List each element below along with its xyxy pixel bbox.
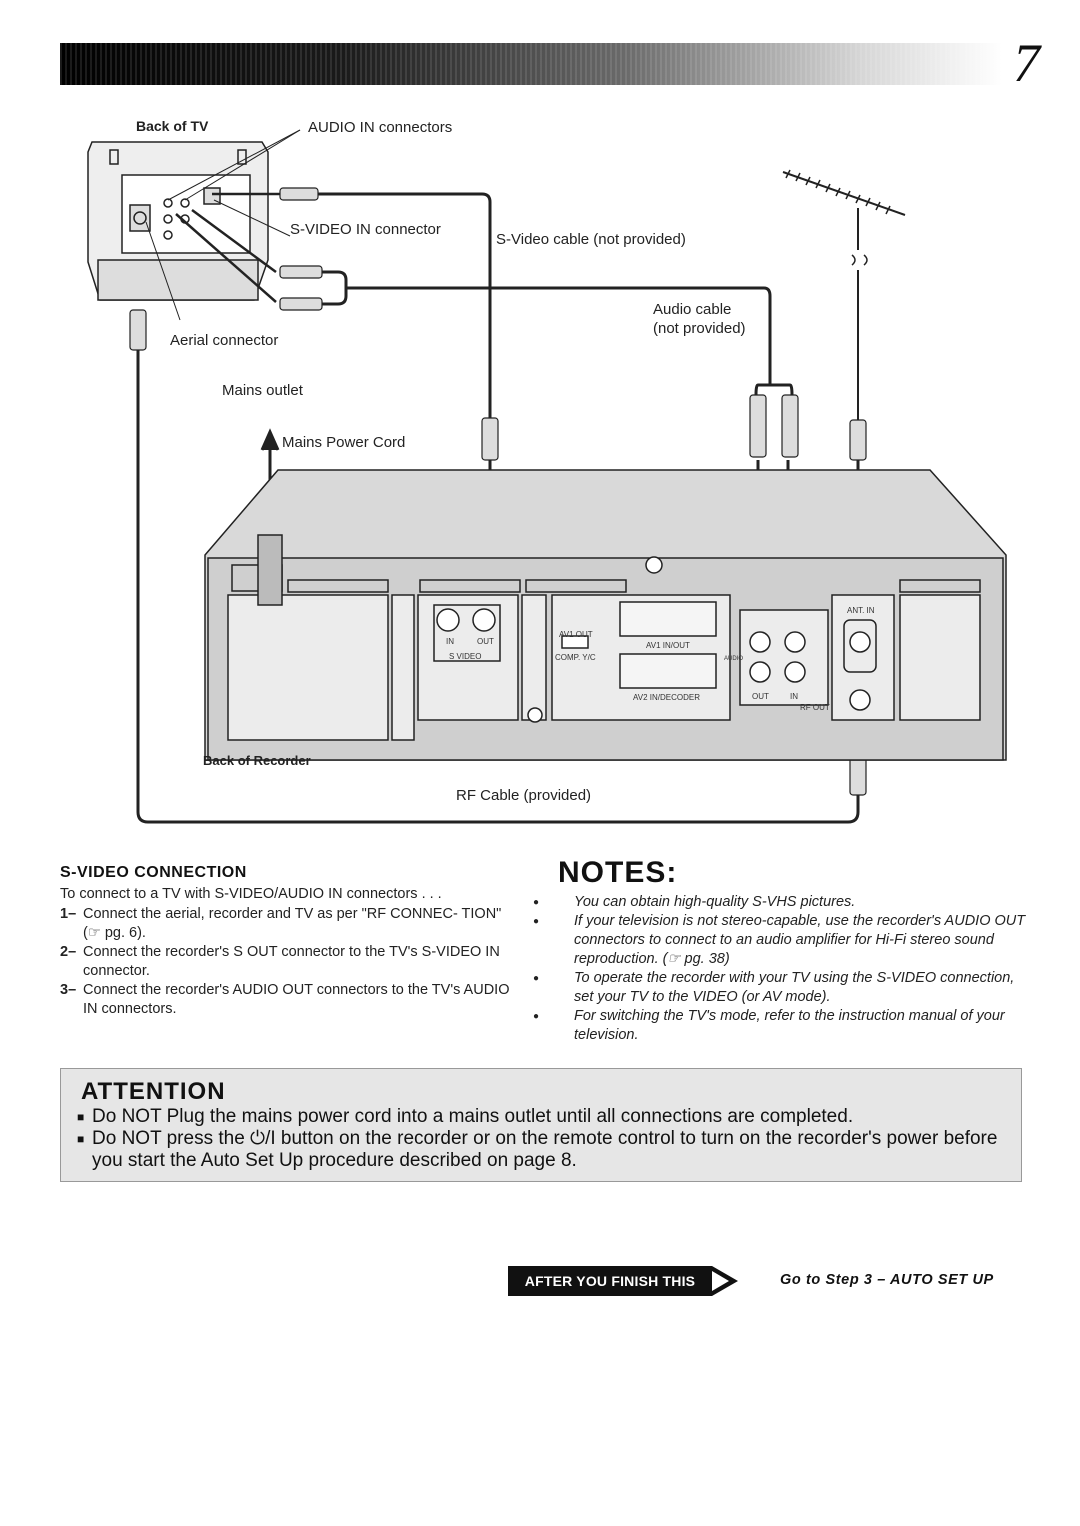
go-to-next-step: Go to Step 3 – AUTO SET UP	[780, 1272, 994, 1288]
panel-comp-yc-label: COMP. Y/C	[555, 653, 596, 662]
mains-outlet-label: Mains outlet	[222, 382, 303, 399]
back-of-recorder-label: Back of Recorder	[203, 753, 311, 768]
panel-av2-indecoder-label: AV2 IN/DECODER	[633, 693, 700, 702]
svideo-connection-title: S-VIDEO CONNECTION	[60, 864, 247, 881]
rf-cable-label: RF Cable (provided)	[456, 787, 592, 804]
header-gradient-bar	[60, 43, 1002, 85]
panel-av1-inout-label: AV1 IN/OUT	[646, 641, 690, 650]
mains-power-cord-label: Mains Power Cord	[282, 434, 406, 451]
attention-item: Do NOT press the ⏻/I button on the recor…	[77, 1128, 1017, 1172]
note-item: For switching the TV's mode, refer to th…	[533, 1007, 1033, 1045]
svideo-step: 3–Connect the recorder's AUDIO OUT conne…	[60, 982, 510, 1017]
aerial-antenna	[782, 169, 906, 420]
panel-av1-out-label: AV1 OUT	[559, 630, 593, 639]
svideo-connection-steps: 1–Connect the aerial, recorder and TV as…	[60, 905, 520, 1019]
note-item: You can obtain high-quality S-VHS pictur…	[533, 893, 1033, 912]
panel-svideo-label: S VIDEO	[449, 652, 482, 661]
svideo-connection-intro: To connect to a TV with S-VIDEO/AUDIO IN…	[60, 886, 442, 902]
page-number: 7	[1013, 33, 1040, 93]
panel-rf-out-label: RF OUT	[800, 703, 830, 712]
connection-diagram: Back of TV AUDIO IN connectors S-VIDEO I…	[0, 100, 1080, 840]
panel-audio-label: AUDIO	[724, 656, 744, 662]
attention-list: Do NOT Plug the mains power cord into a …	[77, 1106, 1017, 1172]
attention-item: Do NOT Plug the mains power cord into a …	[77, 1106, 1017, 1128]
notes-list: You can obtain high-quality S-VHS pictur…	[533, 893, 1033, 1045]
panel-svideo-out-label: OUT	[477, 637, 494, 646]
back-of-tv-label: Back of TV	[136, 118, 209, 134]
cable-plugs	[129, 187, 867, 796]
panel-ant-in-label: ANT. IN	[847, 606, 875, 615]
svideo-cable-label: S-Video cable (not provided)	[496, 231, 686, 248]
after-step-arrow-inner	[712, 1271, 729, 1291]
note-item: To operate the recorder with your TV usi…	[533, 969, 1033, 1007]
note-item: If your television is not stereo-capable…	[533, 912, 1033, 969]
aerial-connector-label: Aerial connector	[170, 332, 279, 349]
panel-in-label: IN	[790, 692, 798, 701]
panel-out-label: OUT	[752, 692, 769, 701]
recorder-back-illustration	[204, 469, 1007, 761]
connection-diagram-drawing	[87, 129, 1007, 824]
attention-box: ATTENTION Do NOT Plug the mains power co…	[60, 1068, 1022, 1182]
audio-cable-label-line2: (not provided)	[653, 320, 746, 337]
attention-title: ATTENTION	[81, 1078, 226, 1105]
panel-svideo-in-label: IN	[446, 637, 454, 646]
tv-pointer-arrows	[145, 129, 301, 321]
svideo-in-connector-label: S-VIDEO IN connector	[290, 221, 441, 238]
svideo-step: 1–Connect the aerial, recorder and TV as…	[60, 906, 502, 941]
audio-cable-label-line1: Audio cable	[653, 301, 732, 318]
svideo-step: 2–Connect the recorder's S OUT connector…	[60, 944, 500, 979]
audio-in-connectors-label: AUDIO IN connectors	[308, 119, 453, 136]
after-step-banner: AFTER YOU FINISH THIS STEP	[508, 1266, 712, 1319]
tv-back-illustration	[87, 141, 269, 301]
notes-title: NOTES:	[558, 856, 678, 889]
